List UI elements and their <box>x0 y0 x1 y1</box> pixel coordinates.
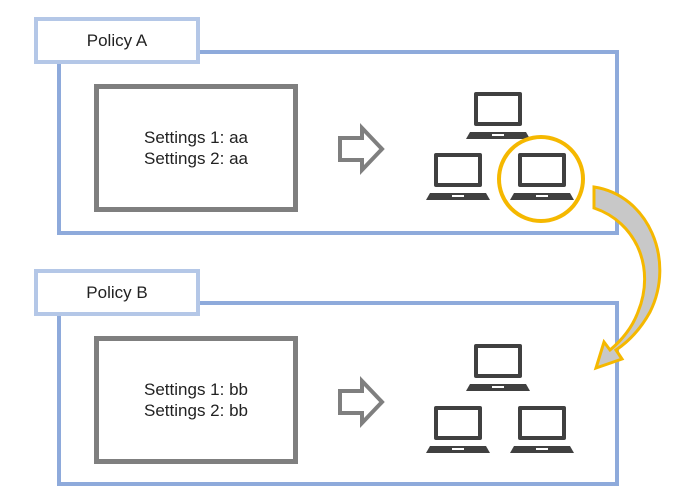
policy-b-laptop-icon-right <box>510 406 574 453</box>
curved-move-arrow <box>592 185 662 371</box>
policy-b-laptop-icon-left <box>426 406 490 453</box>
policy-a-label: Policy A <box>34 17 200 64</box>
policy-b-laptop-icon-top <box>466 344 530 391</box>
policy-a-laptop-icon-top <box>466 92 530 139</box>
policy-a-settings-box: Settings 1: aa Settings 2: aa <box>94 84 298 212</box>
policy-b-settings-box: Settings 1: bb Settings 2: bb <box>94 336 298 464</box>
highlight-circle <box>497 135 585 223</box>
policy-b-setting-2: Settings 2: bb <box>144 401 248 420</box>
policy-b-setting-1: Settings 1: bb <box>144 380 248 399</box>
policy-a-laptop-icon-left <box>426 153 490 200</box>
policy-a-setting-1: Settings 1: aa <box>144 128 248 147</box>
policy-a-right-arrow-icon <box>338 126 384 172</box>
policy-a-setting-2: Settings 2: aa <box>144 149 248 168</box>
policy-b-label: Policy B <box>34 269 200 316</box>
policy-a-laptop-icon-right <box>510 153 574 200</box>
policy-b-right-arrow-icon <box>338 379 384 425</box>
